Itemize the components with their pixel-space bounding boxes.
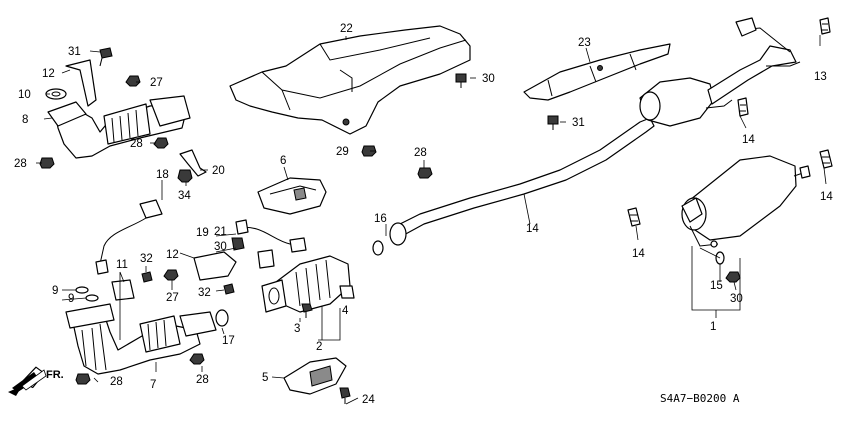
callout-30: 30 [214, 241, 227, 253]
catalytic-converter-2 [261, 255, 355, 313]
heat-shield-24 [523, 43, 671, 101]
callout-21: 20 [212, 165, 225, 177]
callout-12: 12 [42, 68, 55, 80]
connector-30 [231, 237, 245, 251]
callout-14: 14 [742, 134, 755, 146]
callout-1: 1 [710, 321, 716, 333]
callout-11: 11 [116, 259, 128, 271]
bolt-3 [301, 303, 313, 318]
bracket-21 [179, 149, 207, 177]
washer-9-b [85, 294, 99, 302]
callout-10: 10 [18, 89, 31, 101]
callout-8: 8 [22, 114, 28, 126]
callout-7: 7 [150, 379, 156, 391]
nut-26-a [125, 75, 141, 87]
callout-26: 27 [150, 77, 163, 89]
nut-28-b [189, 353, 205, 365]
callout-14: 14 [632, 248, 645, 260]
nut-26-b [163, 269, 179, 281]
callout-33: 32 [198, 287, 211, 299]
callout-14: 13 [814, 71, 827, 83]
callout-32: 32 [140, 253, 153, 265]
front-direction-arrow: FR. [8, 366, 64, 396]
oxygen-sensor-19 [95, 199, 163, 275]
callout-34: 34 [178, 190, 191, 202]
bolt-25 [339, 387, 351, 404]
callout-2: 2 [316, 341, 322, 353]
callout-13: 12 [166, 249, 179, 261]
callout-28: 28 [196, 374, 209, 386]
callout-18: 17 [222, 335, 235, 347]
bolt-32-a [99, 47, 113, 67]
direction-label: FR. [46, 369, 64, 381]
callout-23: 22 [340, 23, 353, 35]
bolt-31-a [455, 73, 467, 88]
callout-29: 29 [336, 146, 349, 158]
hanger-rubber-14-d [627, 207, 641, 227]
bracket-13 [193, 251, 237, 281]
callout-31: 30 [482, 73, 495, 85]
drawing-code: S4A7−B0200 A [660, 392, 740, 405]
callout-14: 14 [820, 191, 833, 203]
nut-27-b [75, 373, 91, 385]
callout-31: 31 [572, 117, 585, 129]
callout-27: 28 [14, 158, 27, 170]
main-pipe-15 [372, 17, 801, 256]
silencer-1 [681, 155, 811, 248]
nut-34 [177, 169, 193, 183]
callout-26: 27 [166, 292, 179, 304]
exhaust-manifold-7 [65, 303, 217, 375]
leader-lines [36, 35, 827, 405]
bolt-32-b [141, 271, 153, 283]
nut-29 [361, 145, 377, 157]
callout-28: 28 [130, 138, 143, 150]
callout-16: 15 [710, 280, 723, 292]
callout-3: 3 [294, 323, 300, 335]
callout-9: 9 [52, 285, 58, 297]
callout-15: 14 [526, 223, 539, 235]
heat-cover-5 [283, 357, 347, 395]
hanger-rubber-14-a [819, 17, 831, 35]
nut-28-a [153, 137, 169, 149]
callout-5: 5 [262, 372, 268, 384]
callout-24: 23 [578, 37, 591, 49]
callout-9: 9 [68, 293, 74, 305]
nut-27-a [39, 157, 55, 169]
heat-shield-23 [229, 25, 471, 135]
bracket-11 [111, 279, 135, 301]
exhaust-pipe-8 [47, 95, 191, 159]
nut-28-silencer [725, 271, 741, 283]
callout-25: 24 [362, 394, 375, 406]
callout-17: 16 [374, 213, 387, 225]
nut-28-c [417, 167, 433, 179]
callout-28: 30 [730, 293, 743, 305]
bracket-12 [65, 59, 97, 107]
bolt-31-b [547, 115, 559, 130]
hanger-rubber-14-c [819, 149, 833, 169]
callout-6: 6 [280, 155, 286, 167]
callout-32: 31 [68, 46, 81, 58]
oxygen-sensor-20 [235, 219, 307, 253]
heat-cover-6 [257, 177, 327, 215]
callout-19: 18 [156, 169, 169, 181]
callout-4: 4 [342, 305, 349, 317]
callout-20: 19 [196, 227, 209, 239]
washer-9-a [75, 286, 89, 294]
callout-22: 21 [214, 226, 227, 238]
bolt-33 [223, 283, 235, 295]
callout-labels: 31 12 10 8 28 27 28 20 34 18 6 22 30 23 … [14, 23, 833, 406]
callout-27: 28 [110, 376, 123, 388]
callout-28: 28 [414, 147, 427, 159]
hanger-rubber-14-b [737, 97, 749, 117]
clip-22 [257, 249, 275, 269]
gasket-18 [215, 309, 229, 327]
